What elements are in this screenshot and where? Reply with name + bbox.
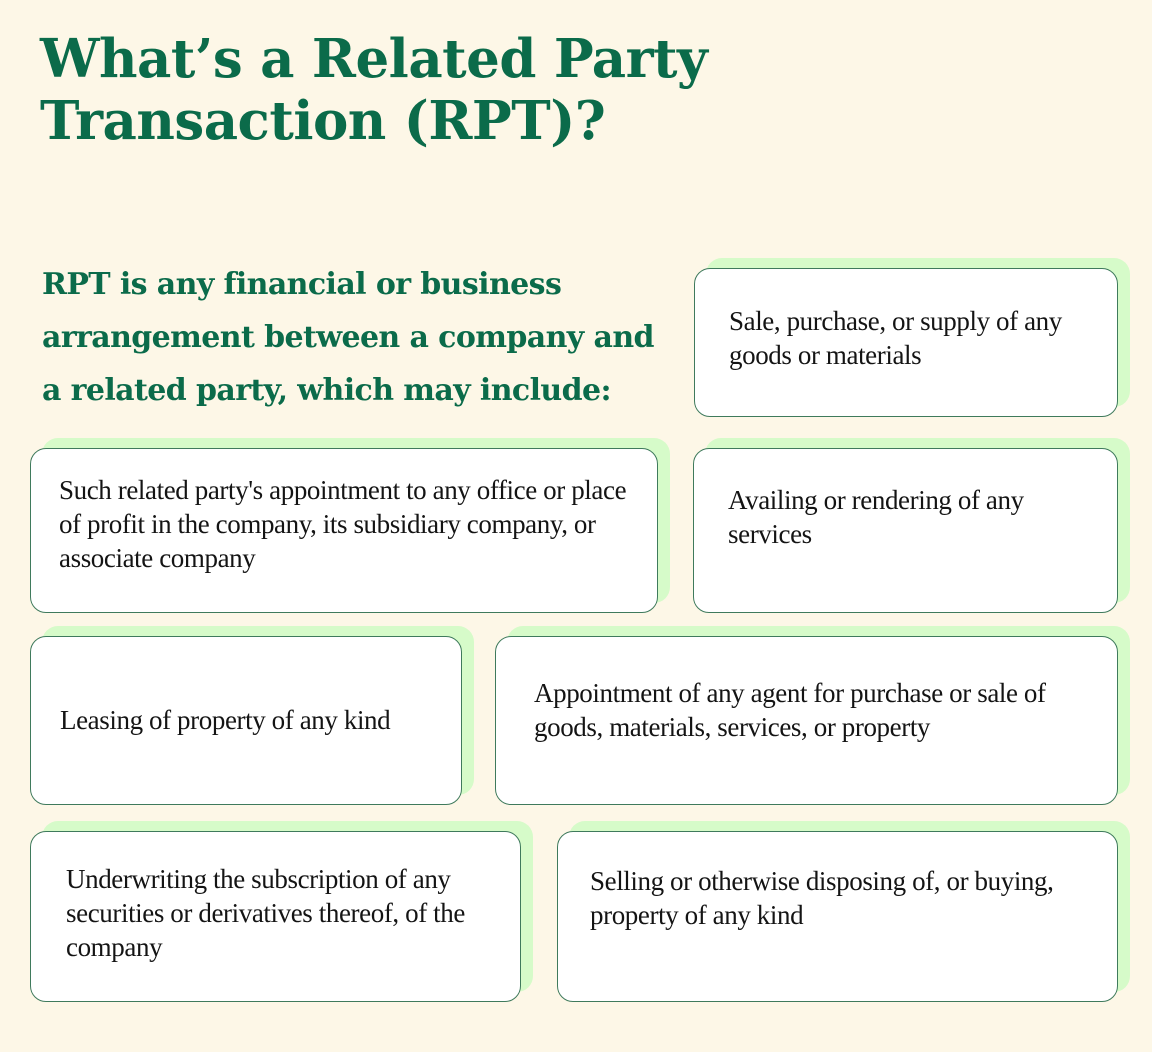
rpt-item-text: Leasing of property of any kind	[60, 704, 391, 735]
rpt-item-agent-appointment: Appointment of any agent for purchase or…	[495, 636, 1118, 805]
rpt-item-appointment-office: Such related party's appointment to any …	[30, 448, 658, 613]
rpt-item-services: Availing or rendering of any services	[693, 448, 1118, 613]
rpt-item-underwriting: Underwriting the subscription of any sec…	[30, 831, 521, 1002]
rpt-item-text: Availing or rendering of any services	[728, 484, 1024, 549]
rpt-item-text: Sale, purchase, or supply of any goods o…	[729, 305, 1062, 370]
rpt-item-leasing: Leasing of property of any kind	[30, 636, 462, 805]
rpt-item-sale-purchase-supply: Sale, purchase, or supply of any goods o…	[694, 268, 1118, 417]
rpt-item-text: Appointment of any agent for purchase or…	[534, 677, 1046, 742]
rpt-item-text: Selling or otherwise disposing of, or bu…	[590, 865, 1054, 930]
rpt-item-text: Such related party's appointment to any …	[59, 474, 627, 573]
intro-text: RPT is any financial or business arrange…	[42, 267, 655, 408]
rpt-item-property-disposal: Selling or otherwise disposing of, or bu…	[557, 831, 1118, 1002]
page-title: What’s a Related Party Transaction (RPT)…	[40, 28, 708, 152]
rpt-item-text: Underwriting the subscription of any sec…	[66, 863, 465, 962]
